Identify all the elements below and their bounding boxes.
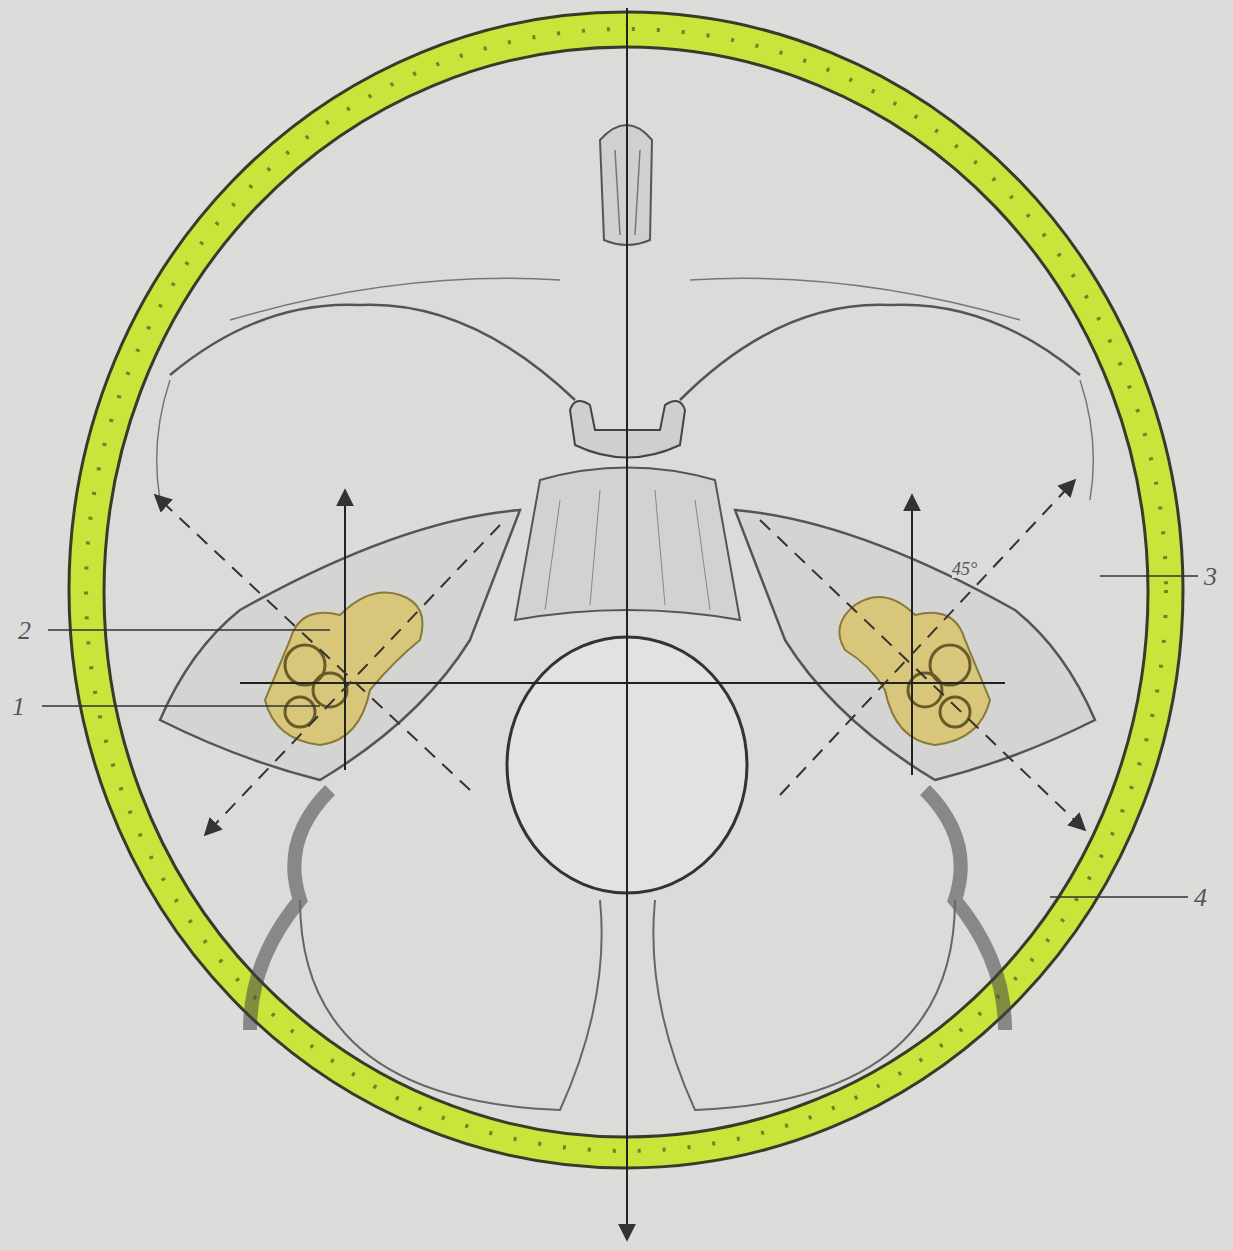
labyrinth-right: [839, 597, 990, 745]
leader-line: [42, 705, 320, 707]
cerebellar-fossa-right: [653, 900, 955, 1110]
leader-line: [1050, 896, 1188, 898]
callout-number: 1: [12, 694, 25, 720]
axis-arrow-left-b: [205, 525, 500, 835]
petrous-left: [160, 510, 520, 780]
midline-axis: [626, 8, 628, 1240]
axis-arrow-right-a: [780, 480, 1075, 795]
axis-arrow-right-b: [760, 520, 1085, 830]
sagittal-arrow-left: [344, 490, 346, 770]
cerebellar-fossa-left: [300, 900, 602, 1110]
callout-number: 4: [1194, 885, 1207, 911]
leader-line: [48, 629, 330, 631]
sphenoid-wings: [170, 305, 1080, 400]
callout-number: 3: [1204, 564, 1217, 590]
callout-number: 2: [18, 618, 31, 644]
angle-label: 45°: [952, 560, 977, 578]
sagittal-arrow-right: [911, 495, 913, 775]
leader-line: [1100, 575, 1198, 577]
petrous-right: [735, 510, 1095, 780]
axis-arrow-left-a: [155, 495, 470, 790]
